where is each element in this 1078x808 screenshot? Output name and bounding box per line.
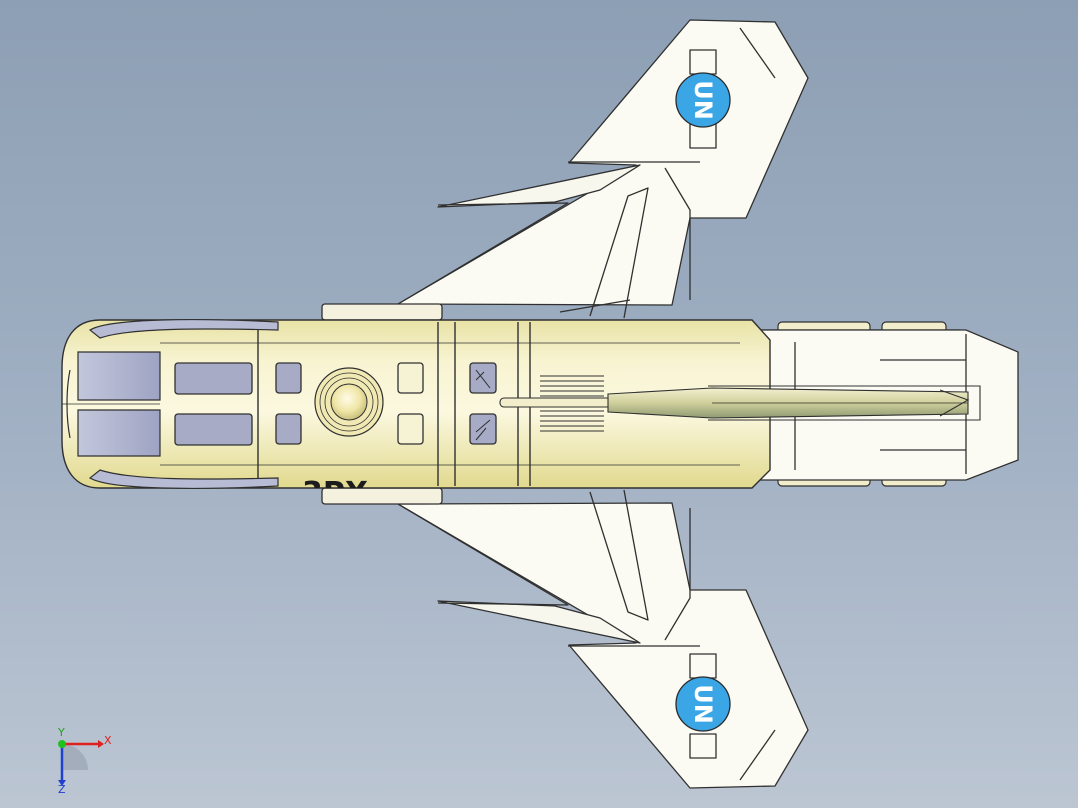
hull-windows [174,362,497,446]
cockpit-canopy [66,319,279,489]
coordinate-triad: X Y Z [57,726,112,796]
x-axis-arrow-icon [98,740,104,748]
hull-marking-clip: 3PX [302,476,368,511]
z-axis-label: Z [58,783,66,796]
z-axis-arrow-icon [58,780,66,786]
lower-wing [321,487,809,789]
un-roundel-upper [675,72,731,128]
y-axis-dot-icon [58,740,66,748]
y-axis-label: Y [57,726,65,739]
un-roundel-lower [675,676,731,732]
roundel-text-lower: UN [689,684,717,724]
fuselage [61,319,771,489]
x-axis-label: X [104,734,112,747]
hull-marking: 3PX [302,476,368,511]
gun-barrel [499,385,981,421]
upper-wing [321,19,809,321]
dome-hatch [314,367,384,437]
roundel-text-upper: UN [689,80,717,120]
